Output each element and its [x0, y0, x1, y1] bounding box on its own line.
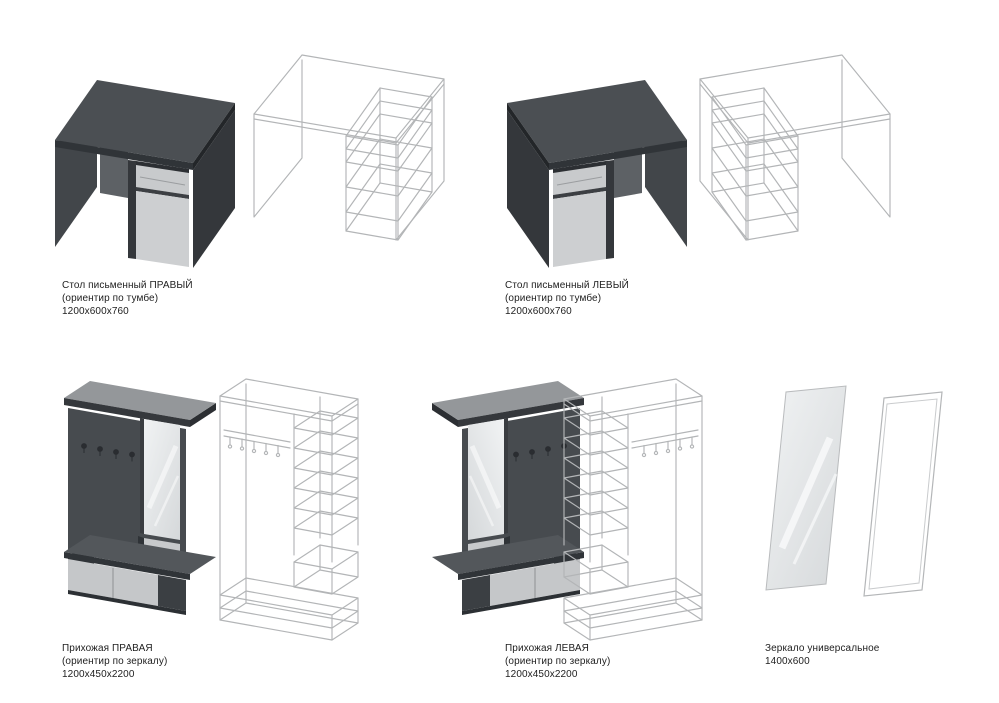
product-dimensions: 1200x450x2200: [505, 669, 578, 680]
hallway-right-solid-drawing: [52, 348, 222, 648]
hallway-right-label: Прихожая ПРАВАЯ (ориентир по зеркалу) 12…: [62, 642, 167, 681]
desk-right-solid-drawing: [54, 79, 236, 269]
product-title: Стол письменный ПРАВЫЙ: [62, 280, 193, 291]
desk-right-wireframe-drawing: [253, 54, 445, 241]
hallway-left-wireframe-drawing: [563, 378, 703, 641]
product-note: (ориентир по тумбе): [62, 293, 159, 304]
product-dimensions: 1200x600x760: [505, 306, 572, 317]
product-dimensions: 1400x600: [765, 656, 810, 667]
mirror-pair-drawing: [756, 378, 946, 608]
product-title: Прихожая ПРАВАЯ: [62, 643, 153, 654]
mirror-label: Зеркало универсальное 1400x600: [765, 642, 879, 668]
product-note: (ориентир по зеркалу): [62, 656, 168, 667]
desk-right-label: Стол письменный ПРАВЫЙ (ориентир по тумб…: [62, 279, 193, 318]
desk-left-label: Стол письменный ЛЕВЫЙ (ориентир по тумбе…: [505, 279, 629, 318]
product-note: (ориентир по тумбе): [505, 293, 602, 304]
hallway-right-wireframe-drawing: [219, 378, 359, 641]
desk-left-solid-drawing: [506, 79, 688, 269]
product-title: Зеркало универсальное: [765, 643, 880, 654]
product-dimensions: 1200x450x2200: [62, 669, 135, 680]
product-note: (ориентир по зеркалу): [505, 656, 611, 667]
product-title: Стол письменный ЛЕВЫЙ: [505, 280, 629, 291]
product-dimensions: 1200x600x760: [62, 306, 129, 317]
hallway-left-label: Прихожая ЛЕВАЯ (ориентир по зеркалу) 120…: [505, 642, 610, 681]
desk-left-wireframe-drawing: [699, 54, 891, 241]
product-title: Прихожая ЛЕВАЯ: [505, 643, 589, 654]
